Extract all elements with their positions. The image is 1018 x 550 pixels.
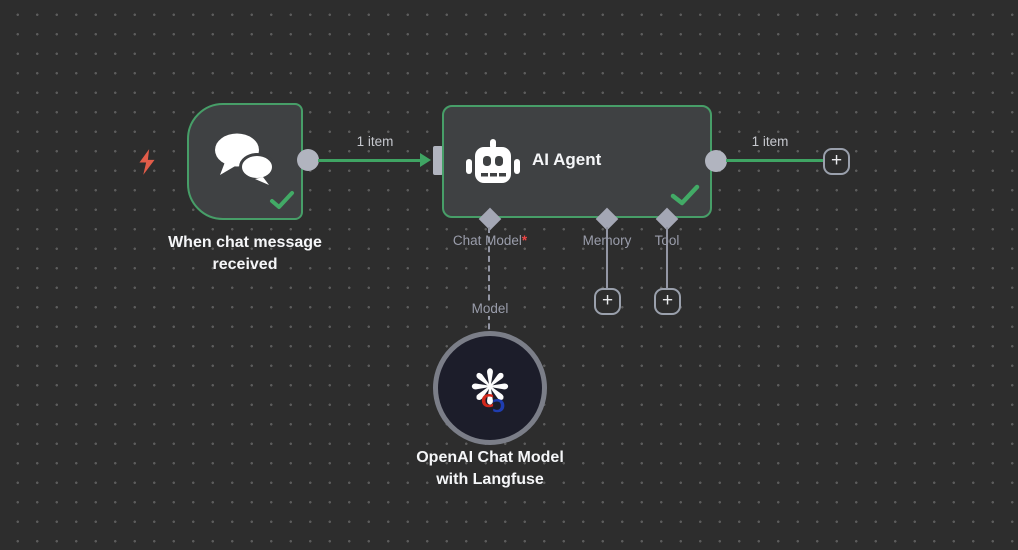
connection-out-items-label: 1 item — [751, 134, 789, 149]
agent-output-connector[interactable] — [705, 150, 727, 172]
agent-node-title: AI Agent — [532, 150, 602, 169]
node-when-chat-message-received[interactable] — [187, 103, 303, 220]
trigger-bolt-icon — [135, 148, 159, 176]
add-node-button[interactable]: + — [823, 148, 850, 175]
model-node-title: OpenAI Chat Model with Langfuse — [416, 449, 564, 488]
connection-arrow-icon — [420, 153, 431, 167]
trigger-output-connector[interactable] — [297, 149, 319, 171]
add-memory-button[interactable]: + — [594, 288, 621, 315]
tool-connection-stub — [666, 227, 668, 288]
chat-bubbles-icon — [211, 131, 277, 187]
robot-icon — [466, 139, 520, 187]
node-ai-agent[interactable] — [442, 105, 712, 218]
connection-agent-output[interactable] — [726, 159, 823, 162]
langfuse-overlay-icon: C — [481, 391, 495, 412]
add-tool-button[interactable]: + — [654, 288, 681, 315]
connection-in-items-label: 1 item — [356, 134, 394, 149]
plus-icon: + — [601, 290, 614, 311]
langfuse-overlay-icon: C — [492, 396, 506, 417]
plus-icon: + — [830, 150, 843, 171]
connection-trigger-to-agent[interactable] — [318, 159, 424, 162]
trigger-node-title: When chat message received — [168, 234, 322, 273]
memory-connection-stub — [606, 227, 608, 288]
model-endpoint-label: Model — [460, 301, 520, 316]
node-openai-chat-model[interactable]: ❋ C C — [433, 331, 547, 445]
success-check-icon — [269, 190, 295, 215]
openai-icon: ❋ — [469, 362, 511, 415]
connection-agent-to-model[interactable] — [488, 227, 490, 339]
plus-icon: + — [661, 290, 674, 311]
success-check-icon — [670, 184, 700, 211]
agent-input-connector[interactable] — [433, 146, 443, 175]
chat-model-endpoint-label: Chat Model* — [452, 233, 528, 248]
required-asterisk: * — [521, 233, 528, 248]
